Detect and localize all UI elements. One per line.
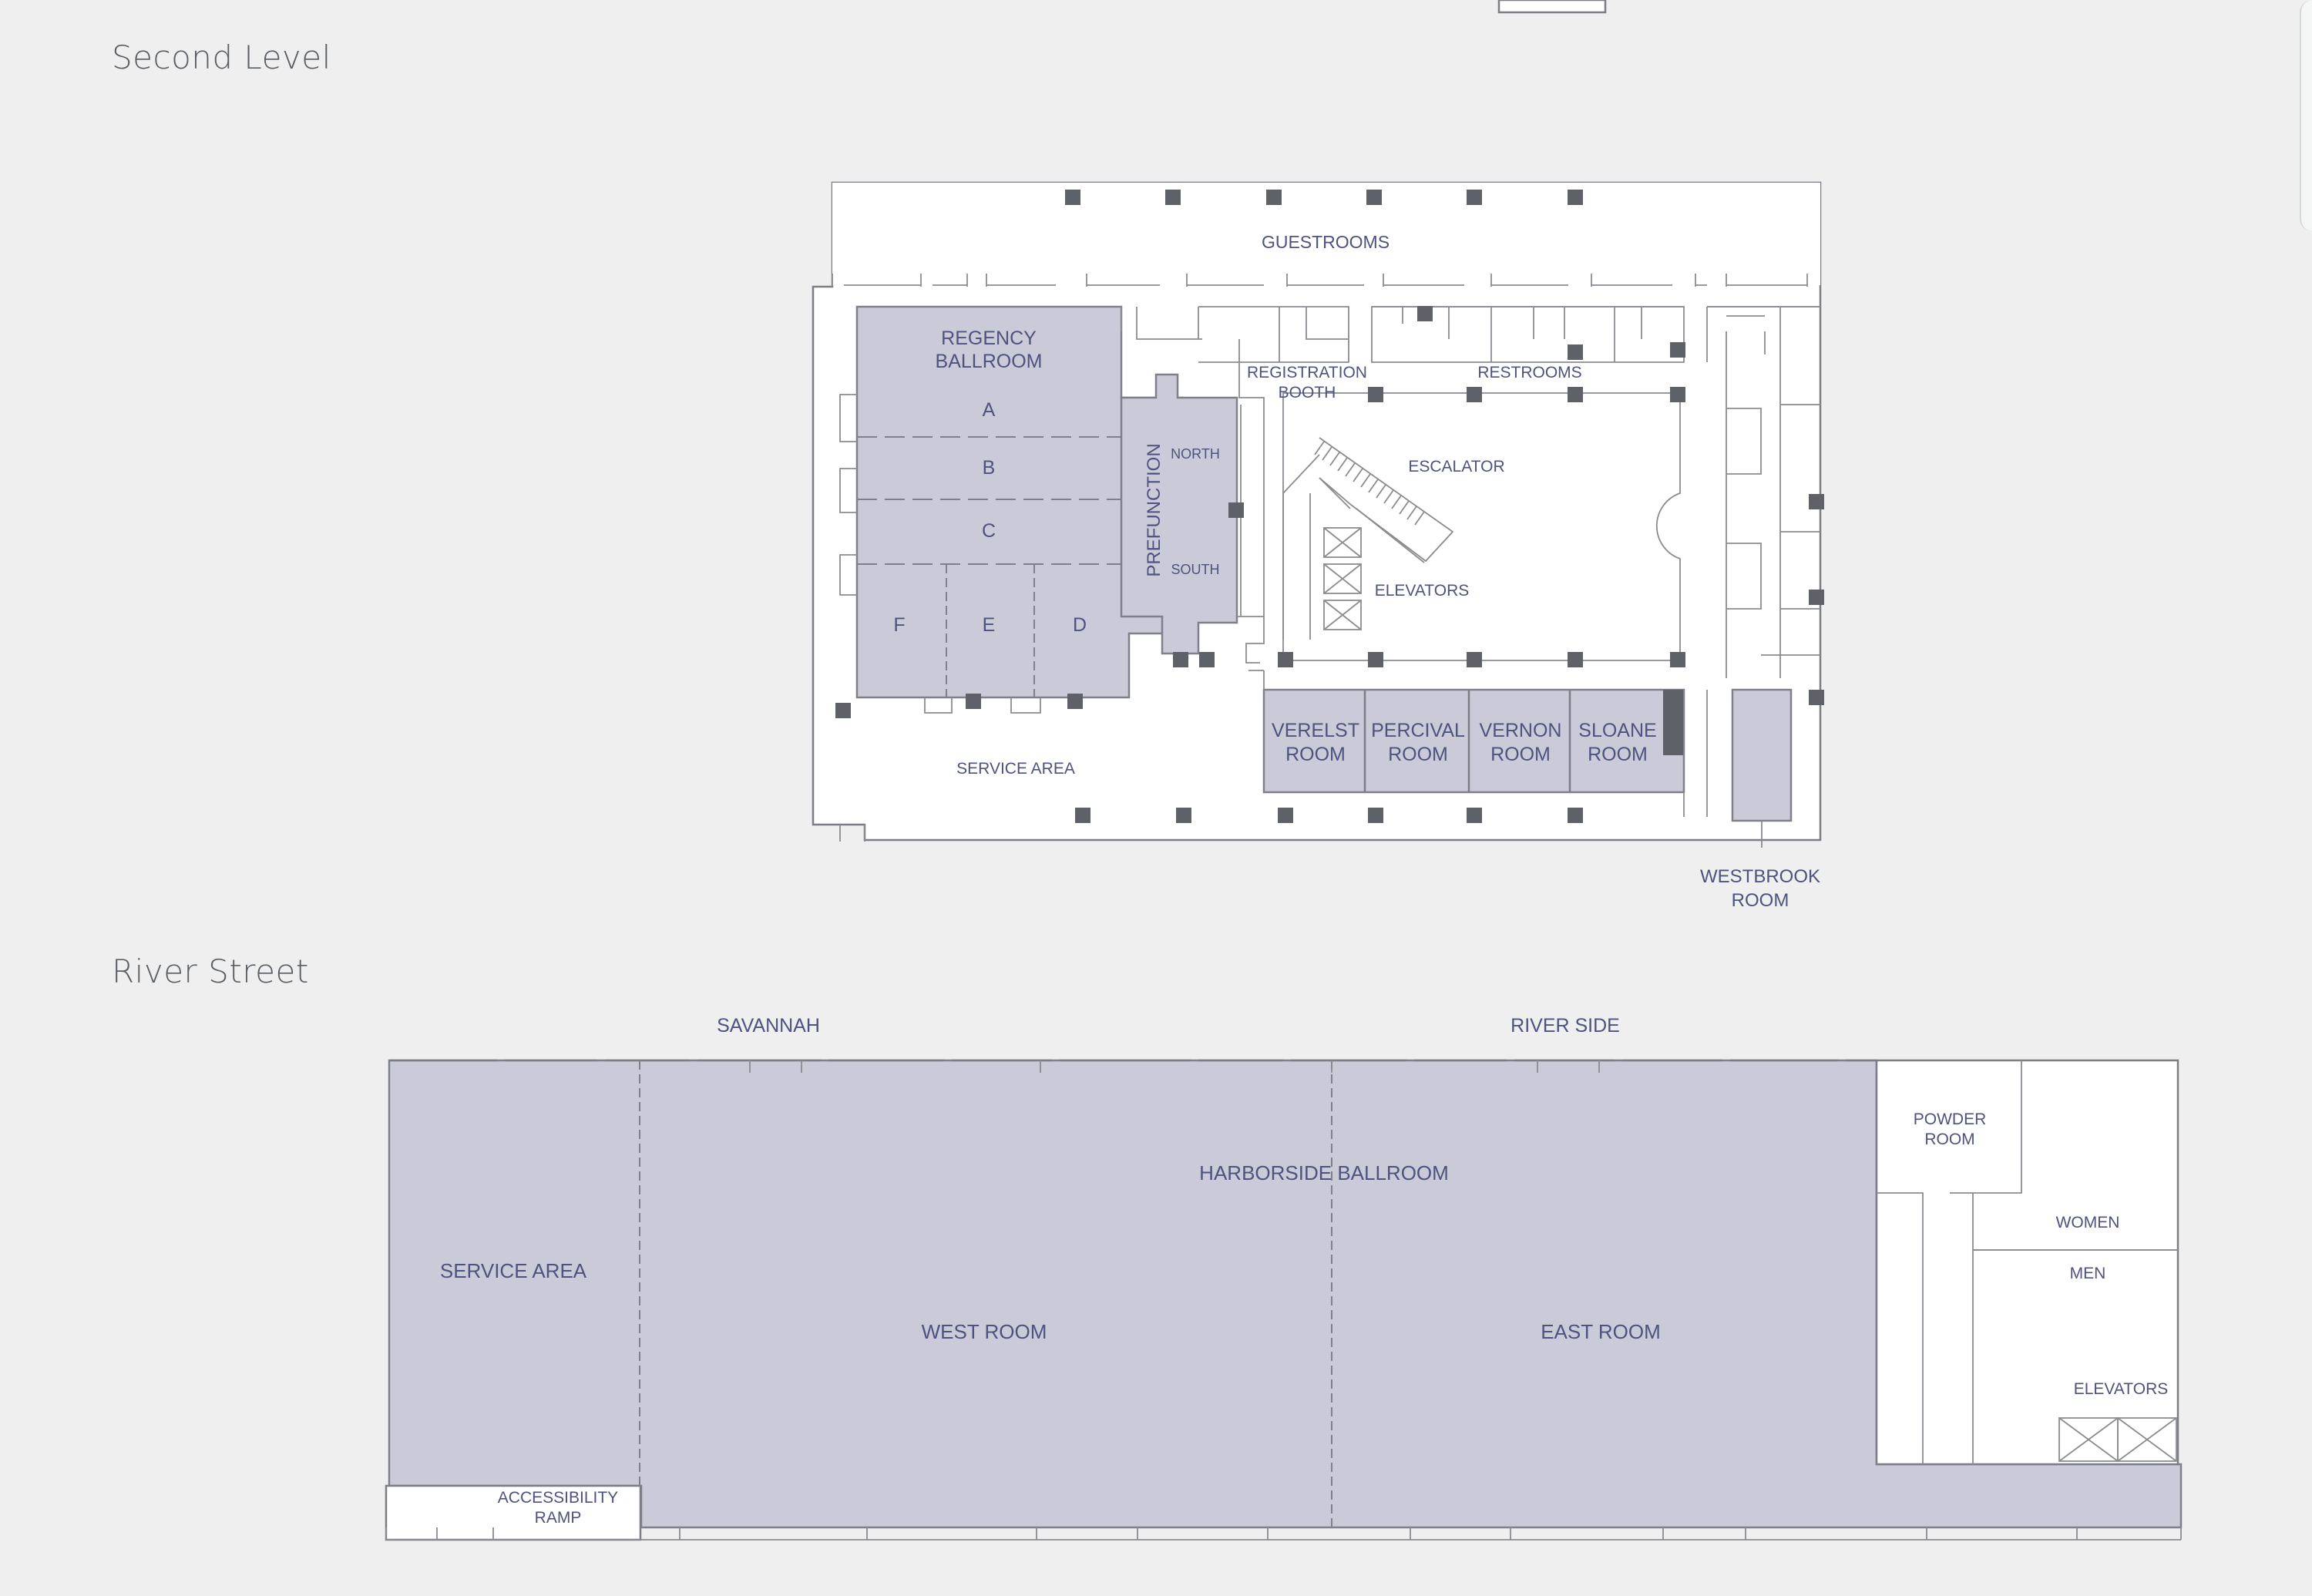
river-side-label: RIVER SIDE bbox=[1511, 1015, 1620, 1037]
vernon-room-label-1: VERNON bbox=[1480, 720, 1562, 741]
south-label: SOUTH bbox=[1171, 562, 1220, 577]
service-area-label: SERVICE AREA bbox=[956, 760, 1075, 778]
percival-room-label-2: ROOM bbox=[1388, 744, 1448, 765]
prefunction-label: PREFUNCTION bbox=[1144, 443, 1164, 576]
river-street-heading: River Street bbox=[112, 953, 309, 990]
women-label: WOMEN bbox=[2056, 1214, 2120, 1231]
escalator-label: ESCALATOR bbox=[1408, 458, 1504, 475]
west-room-label: WEST ROOM bbox=[922, 1320, 1047, 1343]
verelst-room-label-2: ROOM bbox=[1285, 744, 1346, 765]
sloane-room-label-1: SLOANE bbox=[1578, 720, 1656, 741]
river-service-area-label: SERVICE AREA bbox=[440, 1259, 587, 1282]
scrollbar[interactable] bbox=[2300, 0, 2312, 231]
section-b-label: B bbox=[983, 457, 996, 479]
section-a-label: A bbox=[983, 399, 996, 421]
verelst-room-label-1: VERELST bbox=[1272, 720, 1359, 741]
elevators-label: ELEVATORS bbox=[1375, 582, 1470, 600]
vernon-room-label-2: ROOM bbox=[1490, 744, 1551, 765]
accessibility-ramp-label-2: RAMP bbox=[535, 1509, 582, 1527]
registration-booth-label-2: BOOTH bbox=[1279, 384, 1336, 402]
men-label: MEN bbox=[2070, 1265, 2106, 1282]
registration-booth-label-1: REGISTRATION bbox=[1247, 364, 1367, 381]
section-d-label: D bbox=[1073, 614, 1087, 636]
section-e-label: E bbox=[983, 614, 996, 636]
section-c-label: C bbox=[982, 520, 996, 542]
guestrooms-label: GUESTROOMS bbox=[1262, 232, 1390, 252]
section-f-label: F bbox=[893, 614, 905, 636]
river-elevators-label: ELEVATORS bbox=[2074, 1380, 2169, 1398]
harborside-ballroom-label: HARBORSIDE BALLROOM bbox=[1199, 1161, 1449, 1184]
westbrook-room-label-1: WESTBROOK bbox=[1700, 866, 1820, 887]
savannah-label: SAVANNAH bbox=[717, 1015, 820, 1037]
restrooms-label: RESTROOMS bbox=[1477, 364, 1581, 381]
river-street-plan: SAVANNAH RIVER SIDE HARBORSIDE BALLROOM … bbox=[385, 1015, 2183, 1541]
powder-room-label-2: ROOM bbox=[1924, 1131, 1974, 1148]
second-level-heading: Second Level bbox=[112, 39, 331, 76]
second-level-plan: GUESTROOMS REGENCY BALLROOM A B C F E D … bbox=[812, 0, 1824, 911]
north-label: NORTH bbox=[1171, 446, 1220, 462]
regency-ballroom-label-1: REGENCY bbox=[941, 328, 1037, 349]
accessibility-ramp-label-1: ACCESSIBILITY bbox=[498, 1489, 618, 1507]
east-room-label: EAST ROOM bbox=[1541, 1320, 1661, 1343]
powder-room-label-1: POWDER bbox=[1914, 1110, 1987, 1128]
sloane-room-label-2: ROOM bbox=[1588, 744, 1648, 765]
percival-room-label-1: PERCIVAL bbox=[1371, 720, 1465, 741]
regency-ballroom-label-2: BALLROOM bbox=[936, 351, 1043, 372]
westbrook-room-label-2: ROOM bbox=[1732, 890, 1789, 911]
